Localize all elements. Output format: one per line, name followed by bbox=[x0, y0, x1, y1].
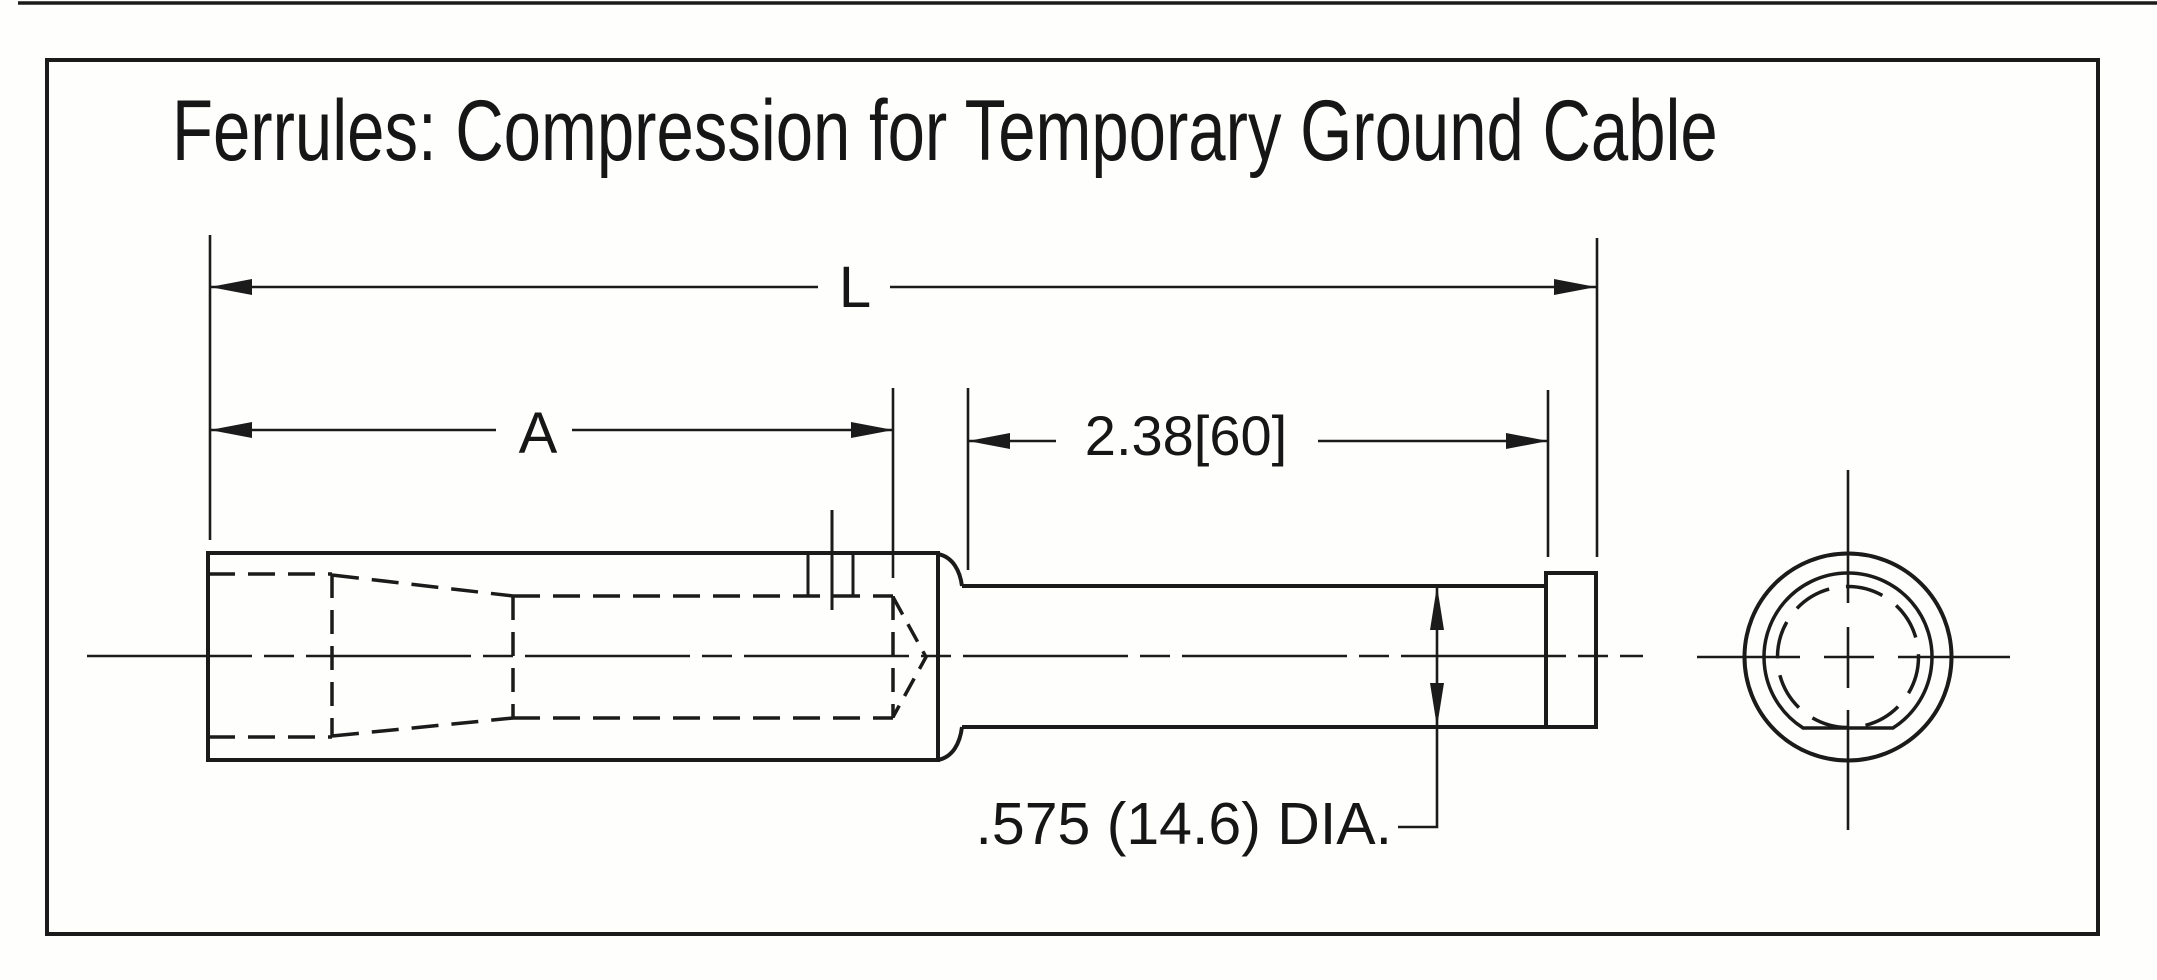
arrowhead-right bbox=[851, 422, 893, 438]
crosshair-centerlines bbox=[1697, 470, 2010, 830]
fillet-top bbox=[937, 552, 964, 587]
dim-stem-length: 2.38[60] bbox=[966, 388, 1550, 570]
crimp-marks bbox=[806, 510, 855, 610]
arrowhead-left bbox=[968, 433, 1010, 449]
arrowhead-left bbox=[210, 279, 252, 295]
cap-outline bbox=[1544, 571, 1598, 729]
arrowhead-down bbox=[1430, 683, 1444, 727]
leader-line bbox=[1398, 586, 1439, 829]
cap-circle-with-flat bbox=[1762, 571, 1934, 730]
dim-label-stem-diameter: .575 (14.6) DIA. bbox=[976, 791, 1393, 857]
arrowhead-up bbox=[1430, 586, 1444, 630]
dim-label-stem-length: 2.38[60] bbox=[1085, 404, 1287, 467]
dim-stem-diameter: .575 (14.6) DIA. bbox=[976, 586, 1444, 857]
taper-top bbox=[331, 573, 514, 598]
side-view bbox=[87, 510, 1643, 762]
arrowhead-right bbox=[1554, 279, 1596, 295]
end-view bbox=[1697, 470, 2010, 830]
drill-point-chevron bbox=[891, 596, 928, 718]
drawing-title: Ferrules: Compression for Temporary Grou… bbox=[172, 83, 1718, 179]
arrowhead-right bbox=[1506, 433, 1548, 449]
taper-bottom bbox=[331, 716, 514, 738]
dim-label-A: A bbox=[519, 401, 558, 466]
fillet-bottom bbox=[937, 726, 964, 762]
dim-label-L: L bbox=[839, 255, 871, 320]
dim-overall-length: L bbox=[208, 235, 1599, 557]
barrel-outline bbox=[206, 551, 940, 762]
hidden-bore-lines bbox=[208, 572, 928, 739]
dim-barrel-length: A bbox=[210, 388, 895, 578]
arrowhead-left bbox=[210, 422, 252, 438]
drawing-border bbox=[45, 58, 2100, 936]
